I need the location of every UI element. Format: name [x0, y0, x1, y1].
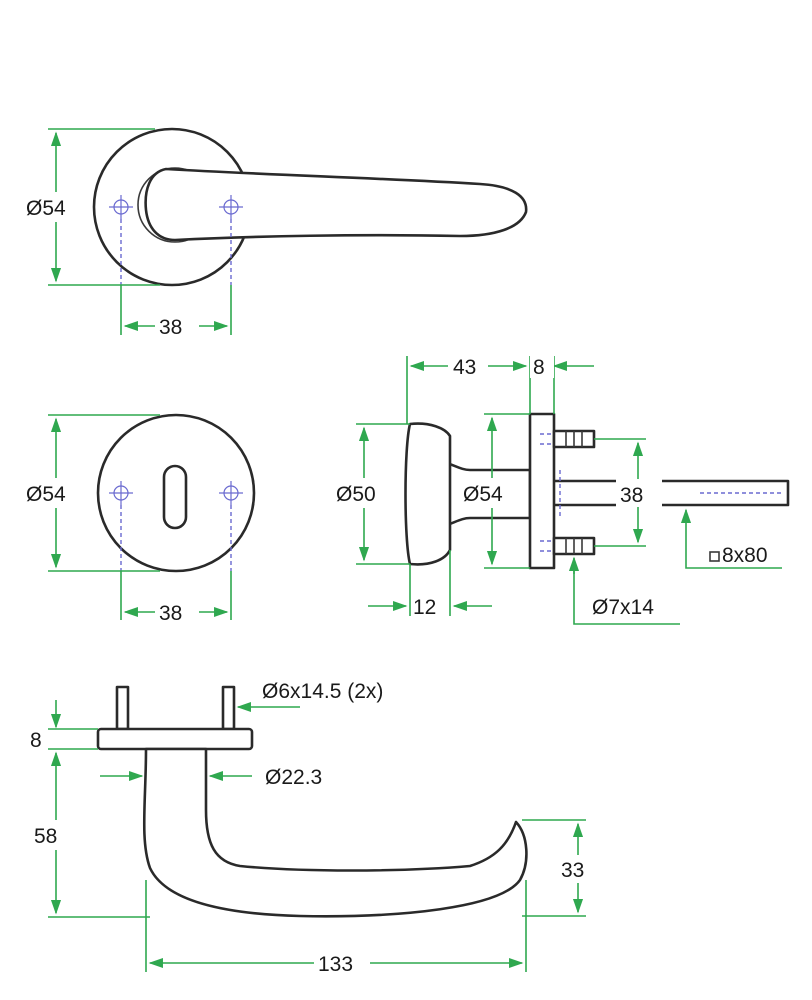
lever-profile — [142, 747, 528, 918]
label-side-screw-spacing: 38 — [620, 484, 643, 507]
label-top-spacing: 38 — [159, 316, 182, 339]
label-side-knob-width: 12 — [413, 596, 436, 619]
square-symbol — [709, 551, 720, 562]
label-side-rose-thickness: 8 — [533, 356, 545, 379]
label-screw: Ø7x14 — [592, 596, 654, 619]
label-side-length: 43 — [453, 356, 476, 379]
label-bottom-rose-thickness: 8 — [30, 729, 42, 752]
label-side-knob-diameter: Ø50 — [336, 483, 376, 506]
lever-outline — [144, 167, 528, 242]
label-bottom-length: 133 — [318, 953, 353, 976]
screw-mark-right — [219, 195, 243, 285]
side-view: 43 8 Ø50 Ø54 38 12 8x80 Ø7x14 — [332, 352, 790, 625]
front-view-lever: Ø54 38 — [20, 127, 528, 340]
label-key-spacing: 38 — [159, 602, 182, 625]
label-spindle: 8x80 — [722, 544, 768, 567]
key-screw-mark-left — [109, 481, 133, 571]
label-bottom-drop: 33 — [561, 859, 584, 882]
label-side-rose-diameter: Ø54 — [463, 483, 503, 506]
lever-profile-view: Ø6x14.5 (2x) 8 Ø22.3 58 33 133 — [30, 680, 602, 978]
label-bottom-neck-diameter: Ø22.3 — [265, 766, 322, 789]
profile-rose-plate — [96, 727, 254, 751]
key-screw-mark-right — [219, 481, 243, 571]
label-key-diameter: Ø54 — [26, 483, 66, 506]
pin-right — [221, 685, 236, 731]
label-bottom-height: 58 — [34, 825, 57, 848]
pin-left — [115, 685, 130, 731]
screw-mark-left — [109, 195, 133, 285]
front-view-key-rose: Ø54 38 — [20, 413, 256, 626]
knob-disc — [404, 422, 452, 566]
keyhole — [162, 464, 188, 530]
label-top-diameter: Ø54 — [26, 197, 66, 220]
label-pin: Ø6x14.5 (2x) — [262, 680, 383, 703]
side-rose-plate — [528, 412, 556, 570]
